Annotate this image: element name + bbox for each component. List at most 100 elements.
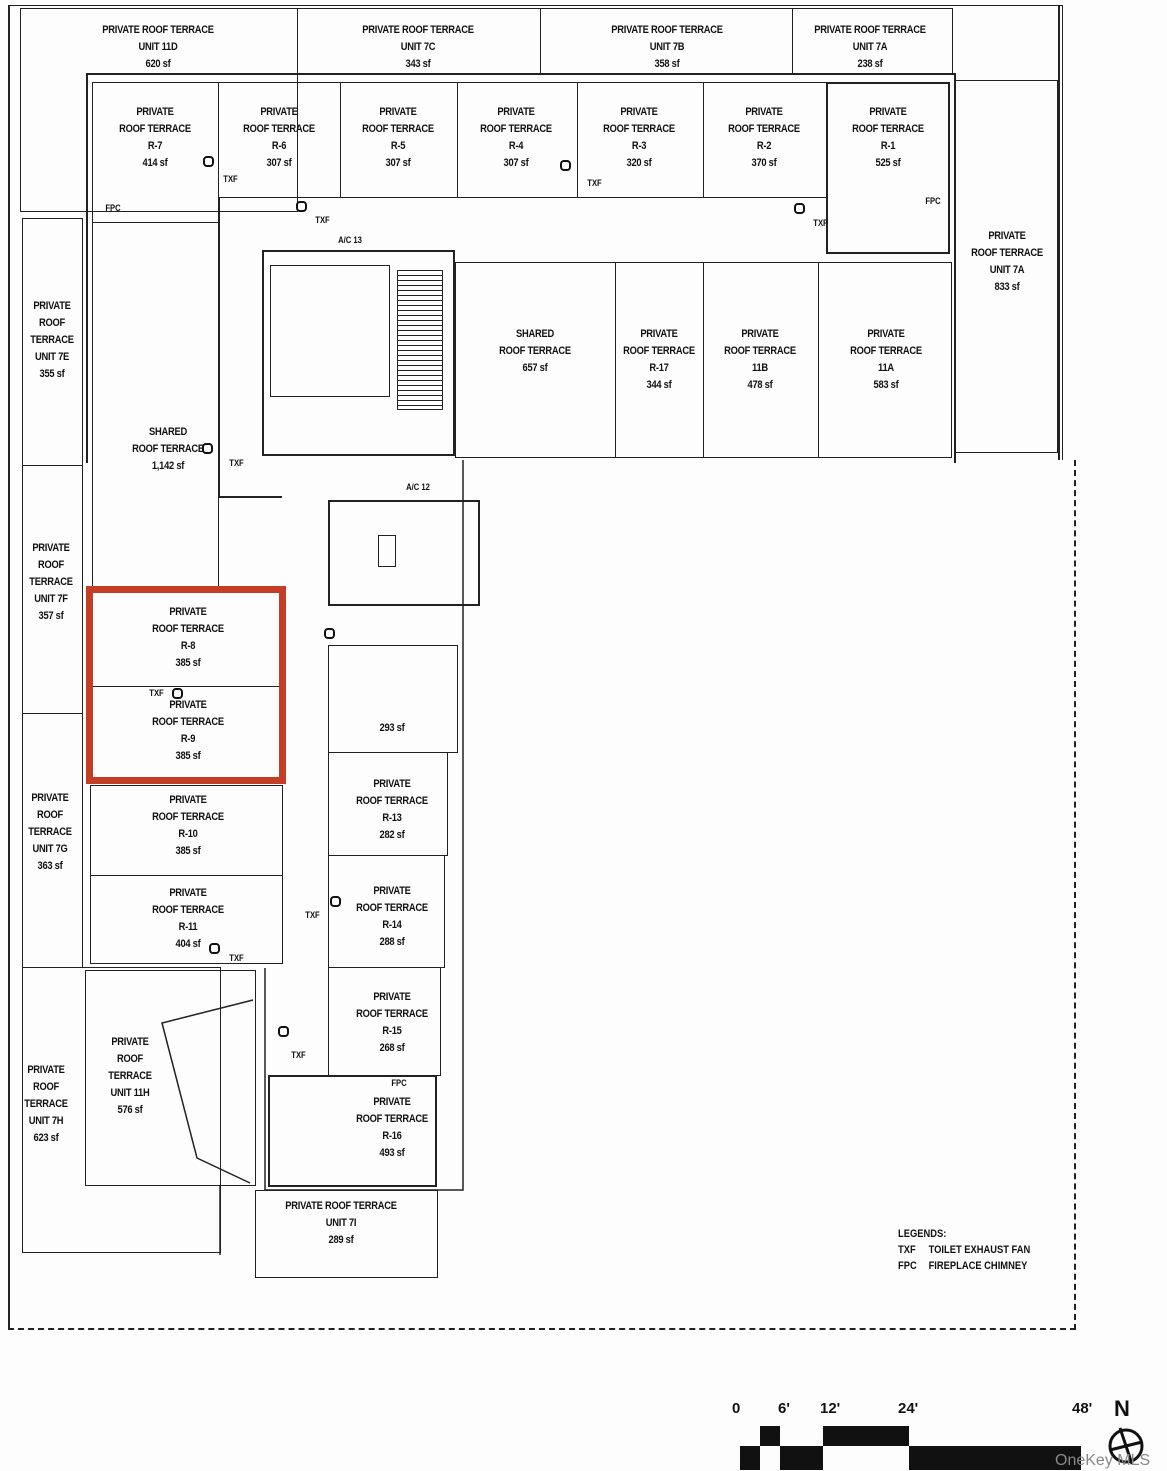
room-label-line: R-14: [382, 919, 402, 931]
room-label-line: PRIVATE: [373, 1096, 411, 1108]
room-label-line: ROOF TERRACE: [850, 345, 922, 357]
room-label-line: SHARED: [149, 426, 187, 438]
room-label-line: R-13: [382, 812, 402, 824]
room-label-line: PRIVATE: [32, 542, 70, 554]
room-label-line: R-2: [756, 140, 772, 152]
room-label-line: PRIVATE: [111, 1036, 149, 1048]
room-label-line: PRIVATE: [988, 230, 1026, 242]
room-label-line: PRIVATE: [260, 106, 298, 118]
room-11a: [818, 262, 952, 458]
room-label-line: TERRACE: [29, 576, 73, 588]
txf-tag: TXF: [813, 218, 828, 228]
room-label-line: 344 sf: [646, 379, 672, 391]
exhaust-fan-icon: [296, 201, 307, 212]
room-label-line: ROOF: [37, 559, 64, 571]
elevator-room: [328, 500, 480, 606]
room-label-line: PRIVATE: [741, 328, 779, 340]
room-unit-7a-right: [955, 80, 1058, 453]
room-label-line: 623 sf: [33, 1132, 59, 1144]
room-label-line: PRIVATE: [31, 792, 69, 804]
txf-tag: TXF: [149, 688, 164, 698]
room-label-line: ROOF TERRACE: [356, 1008, 428, 1020]
room-label-line: PRIVATE ROOF TERRACE: [285, 1200, 397, 1212]
room-label-line: R-10: [178, 828, 198, 840]
room-label-line: PRIVATE: [169, 794, 207, 806]
room-label-line: PRIVATE: [745, 106, 783, 118]
room-label-line: PRIVATE ROOF TERRACE: [814, 24, 926, 36]
scale-segment: [740, 1446, 760, 1470]
room-label-line: ROOF TERRACE: [852, 123, 924, 135]
room-label-line: 525 sf: [875, 157, 901, 169]
scale-tick: 12': [820, 1400, 841, 1417]
outer-boundary-right: [1074, 460, 1076, 1330]
room-label-line: R-3: [631, 140, 647, 152]
room-label-line: ROOF TERRACE: [119, 123, 191, 135]
txf-tag: TXF: [229, 458, 244, 468]
room-label-line: ROOF TERRACE: [152, 904, 224, 916]
room-label-line: UNIT 7G: [32, 843, 68, 855]
exhaust-fan-icon: [209, 943, 220, 954]
room-label-line: UNIT 11H: [110, 1087, 150, 1099]
room-label-line: ROOF: [38, 317, 65, 329]
room-unit-11d: [20, 8, 298, 212]
room-label-line: UNIT 7C: [400, 41, 436, 53]
room-label-line: ROOF TERRACE: [362, 123, 434, 135]
room-label-line: UNIT 7A: [852, 41, 888, 53]
elevator-icon: [378, 535, 396, 567]
room-label-line: 404 sf: [175, 938, 201, 950]
ac-unit-13: A/C 13: [338, 235, 362, 245]
room-label-line: 576 sf: [117, 1104, 143, 1116]
room-label-line: 370 sf: [751, 157, 777, 169]
room-unit-7h: [22, 967, 221, 1253]
room-label-line: 268 sf: [379, 1042, 405, 1054]
room-label-line: ROOF: [32, 1081, 59, 1093]
room-label-line: ROOF TERRACE: [603, 123, 675, 135]
room-label-line: 363 sf: [37, 860, 63, 872]
exhaust-fan-icon: [324, 628, 335, 639]
room-label-line: ROOF TERRACE: [152, 716, 224, 728]
room-label-line: R-15: [382, 1025, 402, 1037]
room-label-line: UNIT 7I: [325, 1217, 357, 1229]
outer-boundary-bottom: [8, 1328, 1076, 1330]
room-label-line: PRIVATE: [869, 106, 907, 118]
exhaust-fan-icon: [794, 203, 805, 214]
room-label-line: 385 sf: [175, 845, 201, 857]
room-label-line: R-16: [382, 1130, 402, 1142]
txf-tag: TXF: [305, 910, 320, 920]
room-label-line: PRIVATE ROOF TERRACE: [102, 24, 214, 36]
scale-bar: 0 6' 12' 24' 48' N: [730, 1396, 1144, 1471]
exhaust-fan-icon: [203, 156, 214, 167]
room-label-line: 358 sf: [654, 58, 680, 70]
room-label-line: 307 sf: [385, 157, 411, 169]
room-label-line: ROOF TERRACE: [152, 623, 224, 635]
room-label-line: ROOF TERRACE: [499, 345, 571, 357]
room-label-line: ROOF TERRACE: [356, 902, 428, 914]
room-label-line: PRIVATE: [169, 887, 207, 899]
exhaust-fan-icon: [278, 1026, 289, 1037]
room-label-line: 307 sf: [266, 157, 292, 169]
room-label-line: 833 sf: [994, 281, 1020, 293]
room-label-line: PRIVATE: [169, 606, 207, 618]
room-label-line: UNIT 7B: [649, 41, 685, 53]
room-label-line: ROOF TERRACE: [356, 795, 428, 807]
legend-title: LEGENDS:: [898, 1228, 947, 1240]
scale-tick: 6': [778, 1400, 790, 1417]
